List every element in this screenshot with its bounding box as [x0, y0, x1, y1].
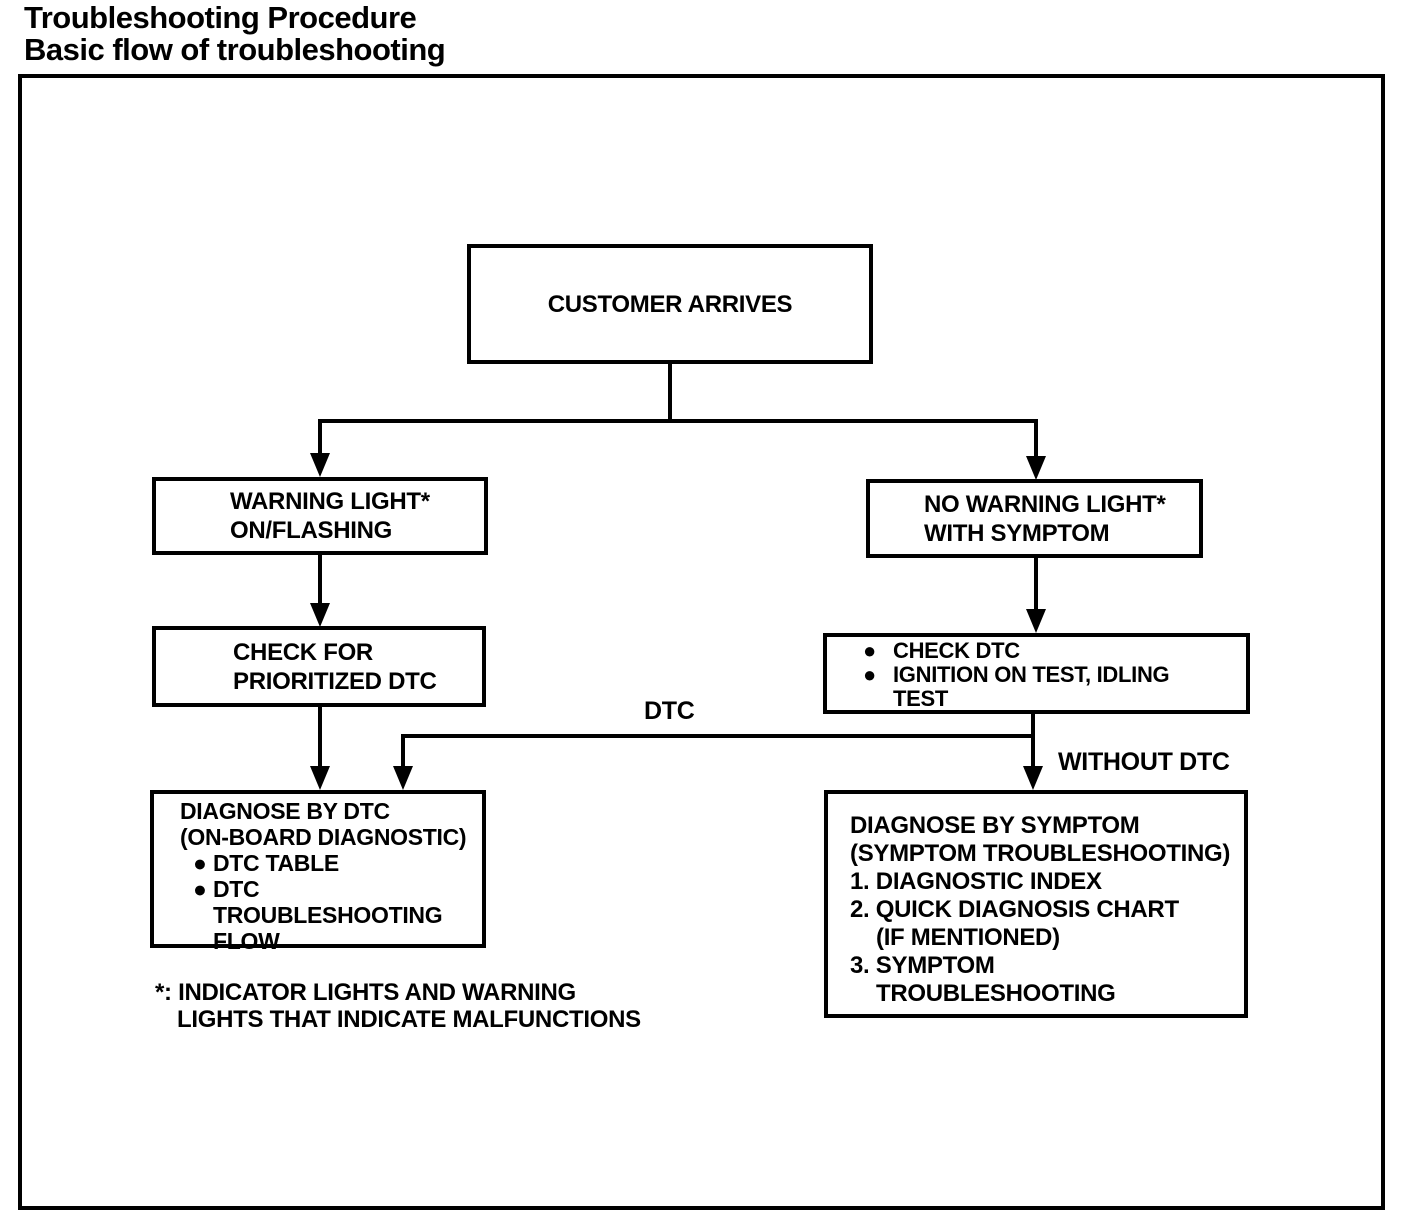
- node-diagnose-dtc-line2: (ON-BOARD DIAGNOSTIC): [180, 824, 467, 850]
- edge-label-dtc: DTC: [644, 697, 695, 725]
- node-diagnose-symptom-item2-line2: (IF MENTIONED): [876, 924, 1060, 951]
- footnote-line1: *: INDICATOR LIGHTS AND WARNING: [155, 979, 576, 1006]
- connector-checkdtc-to-diagnose-symptom: [1031, 712, 1035, 768]
- connector-no-warning-to-checkdtc: [1034, 556, 1038, 611]
- node-no-warning-light: NO WARNING LIGHT* WITH SYMPTOM: [866, 479, 1203, 558]
- node-diagnose-by-dtc: DIAGNOSE BY DTC (ON-BOARD DIAGNOSTIC) ● …: [150, 790, 486, 954]
- connector-branch-right: [1034, 419, 1038, 458]
- node-diagnose-dtc-bullet2-line2: TROUBLESHOOTING: [213, 902, 443, 928]
- node-diagnose-symptom-line2: (SYMPTOM TROUBLESHOOTING): [850, 840, 1231, 867]
- node-diagnose-by-symptom: DIAGNOSE BY SYMPTOM (SYMPTOM TROUBLESHOO…: [824, 790, 1248, 1018]
- connector-branch-left: [318, 419, 322, 455]
- connector-dtc-down: [401, 734, 405, 767]
- node-diagnose-symptom-line1: DIAGNOSE BY SYMPTOM: [850, 812, 1140, 839]
- footnote: *: INDICATOR LIGHTS AND WARNING LIGHTS T…: [155, 979, 641, 1033]
- node-diagnose-dtc-bullet2-line1: DTC: [213, 876, 260, 902]
- page-title-line1: Troubleshooting Procedure: [24, 0, 417, 35]
- node-check-prioritized-line2: PRIORITIZED DTC: [233, 667, 437, 695]
- node-customer-arrives: CUSTOMER ARRIVES: [467, 244, 873, 364]
- page-title-line2: Basic flow of troubleshooting: [24, 32, 446, 67]
- connector-branch-horizontal: [320, 419, 1038, 423]
- page-title: Troubleshooting Procedure Basic flow of …: [24, 0, 446, 67]
- node-check-dtc-bullet2-line1: IGNITION ON TEST, IDLING: [893, 662, 1170, 687]
- bullet-icon: ●: [193, 876, 207, 902]
- arrow-down-diagnose-symptom-icon: [1023, 766, 1043, 790]
- node-diagnose-symptom-item1: 1. DIAGNOSTIC INDEX: [850, 868, 1102, 895]
- arrow-down-check-prioritized-icon: [310, 603, 330, 627]
- node-diagnose-dtc-bullet2-line3: FLOW: [213, 928, 280, 954]
- node-diagnose-symptom-item3-line2: TROUBLESHOOTING: [876, 980, 1116, 1007]
- arrow-down-diagnose-dtc-icon: [310, 766, 330, 790]
- connector-warning-to-check: [318, 553, 322, 605]
- arrow-down-check-dtc-icon: [1026, 609, 1046, 633]
- diagram-frame: [18, 74, 1385, 1210]
- node-check-prioritized-dtc: CHECK FOR PRIORITIZED DTC: [152, 626, 486, 707]
- node-check-prioritized-line1: CHECK FOR: [233, 638, 373, 666]
- node-warning-light-line1: WARNING LIGHT*: [230, 488, 430, 515]
- node-check-dtc: ● CHECK DTC ● IGNITION ON TEST, IDLING T…: [823, 633, 1250, 714]
- node-no-warning-light-line2: WITH SYMPTOM: [924, 519, 1110, 547]
- bullet-icon: ●: [863, 638, 876, 663]
- node-no-warning-light-line1: NO WARNING LIGHT*: [924, 490, 1166, 518]
- node-diagnose-dtc-line1: DIAGNOSE BY DTC: [180, 798, 390, 824]
- bullet-icon: ●: [193, 850, 207, 876]
- node-warning-light: WARNING LIGHT* ON/FLASHING: [152, 477, 488, 555]
- bullet-icon: ●: [863, 662, 876, 687]
- footnote-line2: LIGHTS THAT INDICATE MALFUNCTIONS: [177, 1006, 641, 1033]
- connector-check-to-diagnose-dtc: [318, 705, 322, 768]
- connector-dtc-horizontal: [401, 734, 1033, 738]
- node-check-dtc-bullet2-line2: TEST: [893, 686, 949, 711]
- node-diagnose-symptom-item2-line1: 2. QUICK DIAGNOSIS CHART: [850, 896, 1179, 923]
- arrow-down-warning-light-icon: [310, 453, 330, 477]
- connector-customer-down: [668, 364, 672, 423]
- edge-label-without-dtc: WITHOUT DTC: [1058, 748, 1230, 776]
- node-diagnose-symptom-item3-line1: 3. SYMPTOM: [850, 952, 995, 979]
- node-check-dtc-bullet1: CHECK DTC: [893, 638, 1020, 663]
- arrow-down-dtc-path-icon: [393, 766, 413, 790]
- node-diagnose-dtc-bullet1: DTC TABLE: [213, 850, 339, 876]
- arrow-down-no-warning-light-icon: [1026, 456, 1046, 480]
- node-warning-light-line2: ON/FLASHING: [230, 517, 393, 544]
- node-customer-arrives-label: CUSTOMER ARRIVES: [547, 290, 793, 318]
